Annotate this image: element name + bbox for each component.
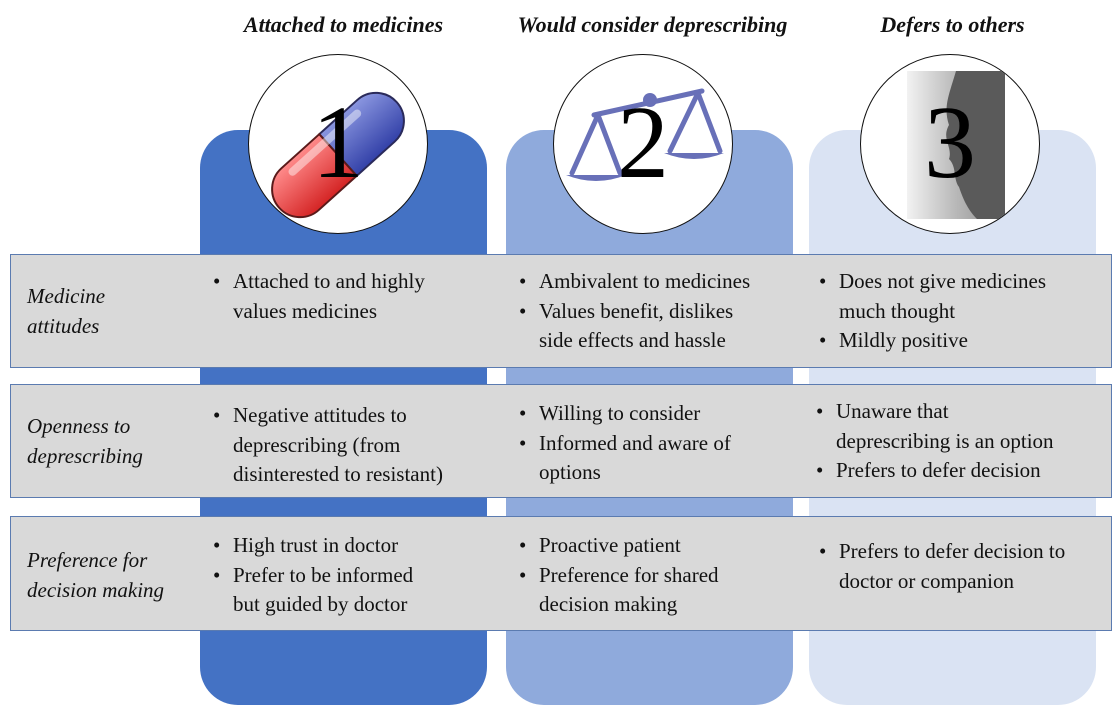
column-title-attached: Attached to medicines bbox=[243, 12, 444, 37]
circle-defers: 3 bbox=[860, 54, 1040, 234]
group-number-3: 3 bbox=[924, 85, 976, 200]
list-item: Proactive patient bbox=[517, 531, 719, 561]
circle-attached: 1 bbox=[248, 54, 428, 234]
list-item: High trust in doctor bbox=[211, 531, 413, 561]
list-item: Ambivalent to medicines bbox=[517, 267, 750, 297]
cell-consider-decision: Proactive patient Preference for sharedd… bbox=[517, 531, 719, 620]
row-decision-making: Preference for decision making High trus… bbox=[10, 516, 1112, 631]
column-title-consider: Would consider deprescribing bbox=[517, 12, 788, 37]
row-label-decision-making: Preference for decision making bbox=[27, 548, 165, 602]
circle-consider: 2 bbox=[553, 54, 733, 234]
list-item: Willing to consider bbox=[517, 399, 731, 429]
row-label-medicine-attitudes: Medicine attitudes bbox=[27, 284, 106, 338]
list-item: Mildly positive bbox=[817, 326, 1046, 356]
row-medicine-attitudes: Medicine attitudes Attached to and highl… bbox=[10, 254, 1112, 368]
cell-consider-attitudes: Ambivalent to medicines Values benefit, … bbox=[517, 267, 750, 356]
cell-consider-openness: Willing to consider Informed and aware o… bbox=[517, 399, 731, 488]
group-number-2: 2 bbox=[617, 85, 669, 200]
group-number-1: 1 bbox=[312, 85, 364, 200]
pill-capsule-icon bbox=[271, 91, 405, 219]
balance-scale-icon bbox=[566, 88, 724, 181]
cell-attached-decision: High trust in doctor Prefer to be inform… bbox=[211, 531, 413, 620]
list-item: Prefers to defer decision bbox=[814, 456, 1054, 486]
face-silhouette-icon bbox=[907, 71, 1005, 219]
column-title-defers: Defers to others bbox=[880, 12, 1025, 37]
row-openness-deprescribing: Openness to deprescribing Negative attit… bbox=[10, 384, 1112, 498]
row-label-openness: Openness to deprescribing bbox=[27, 414, 143, 468]
